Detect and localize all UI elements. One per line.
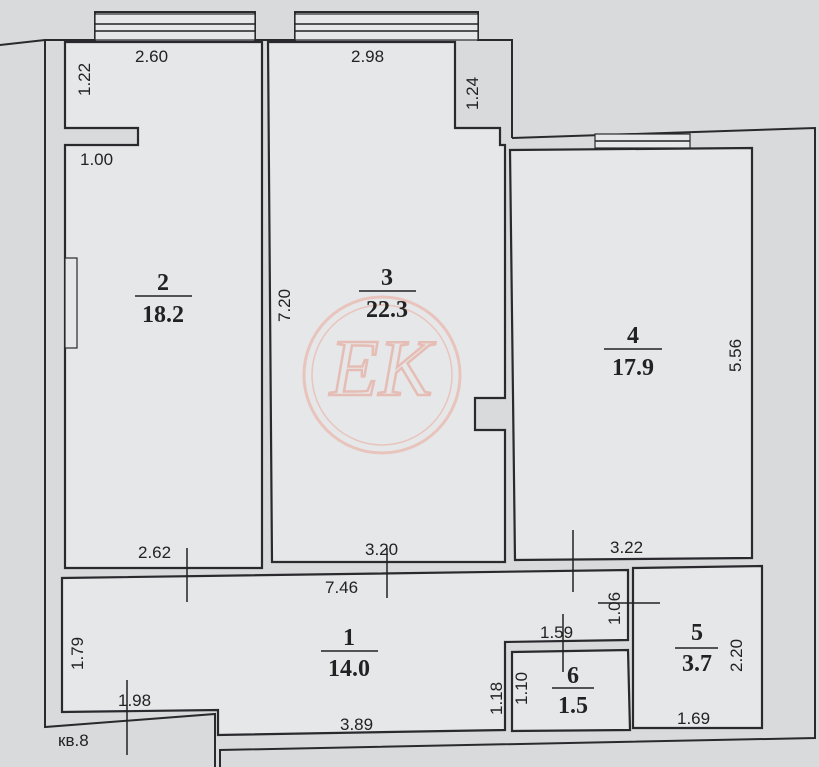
svg-text:5: 5 (691, 620, 703, 646)
dim-label: 1.00 (80, 150, 113, 169)
dim-label: 3.89 (340, 715, 373, 734)
dim-label: 5.56 (726, 339, 745, 372)
dim-label: 1.06 (605, 592, 624, 625)
watermark-logo: EK (302, 295, 462, 455)
dim-label: 1.10 (512, 672, 531, 705)
svg-text:2: 2 (157, 270, 169, 296)
dim-label: 2.60 (135, 47, 168, 66)
dim-label: 3.22 (610, 538, 643, 557)
svg-text:3: 3 (381, 265, 393, 291)
svg-text:14.0: 14.0 (328, 656, 370, 682)
dim-label: 1.18 (487, 682, 506, 715)
room-label-5: 5 3.7 (675, 620, 718, 677)
room-label-2: 2 18.2 (135, 270, 192, 328)
dim-label: 1.59 (540, 623, 573, 642)
room-2 (63, 40, 264, 570)
dim-label: 7.46 (325, 578, 358, 597)
room-1 (60, 568, 630, 737)
dim-label: 3.20 (365, 540, 398, 559)
svg-text:1: 1 (343, 625, 355, 651)
window (594, 133, 691, 149)
dim-label: 2.98 (351, 47, 384, 66)
dim-label: 1.22 (75, 63, 94, 96)
dim-label: 1.79 (68, 637, 87, 670)
svg-text:3.7: 3.7 (682, 651, 712, 677)
dim-label: 7.20 (275, 289, 294, 322)
window (294, 13, 479, 41)
svg-text:17.9: 17.9 (612, 355, 654, 381)
room-4 (508, 146, 754, 562)
dim-label: 1.98 (118, 691, 151, 710)
svg-text:6: 6 (567, 663, 579, 689)
room-5 (631, 564, 764, 730)
dim-label: 1.24 (463, 77, 482, 110)
svg-text:22.3: 22.3 (366, 297, 408, 323)
svg-text:4: 4 (627, 323, 639, 349)
radiator (64, 257, 78, 349)
room-6 (510, 648, 632, 733)
room-label-6: 6 1.5 (552, 663, 594, 719)
window (94, 13, 256, 41)
svg-text:1.5: 1.5 (558, 693, 588, 719)
svg-text:EK: EK (329, 325, 436, 413)
room-label-4: 4 17.9 (604, 323, 662, 381)
outer-wall-right (219, 126, 816, 767)
dim-label: 2.62 (138, 543, 171, 562)
room-label-3: 3 22.3 (359, 265, 416, 323)
outer-wall (0, 38, 216, 767)
dim-label: 2.20 (727, 639, 746, 672)
room-label-1: 1 14.0 (321, 625, 378, 682)
dim-label: 1.69 (677, 709, 710, 728)
svg-text:18.2: 18.2 (142, 302, 184, 328)
neighbor-apartment-label: кв.8 (58, 731, 89, 750)
